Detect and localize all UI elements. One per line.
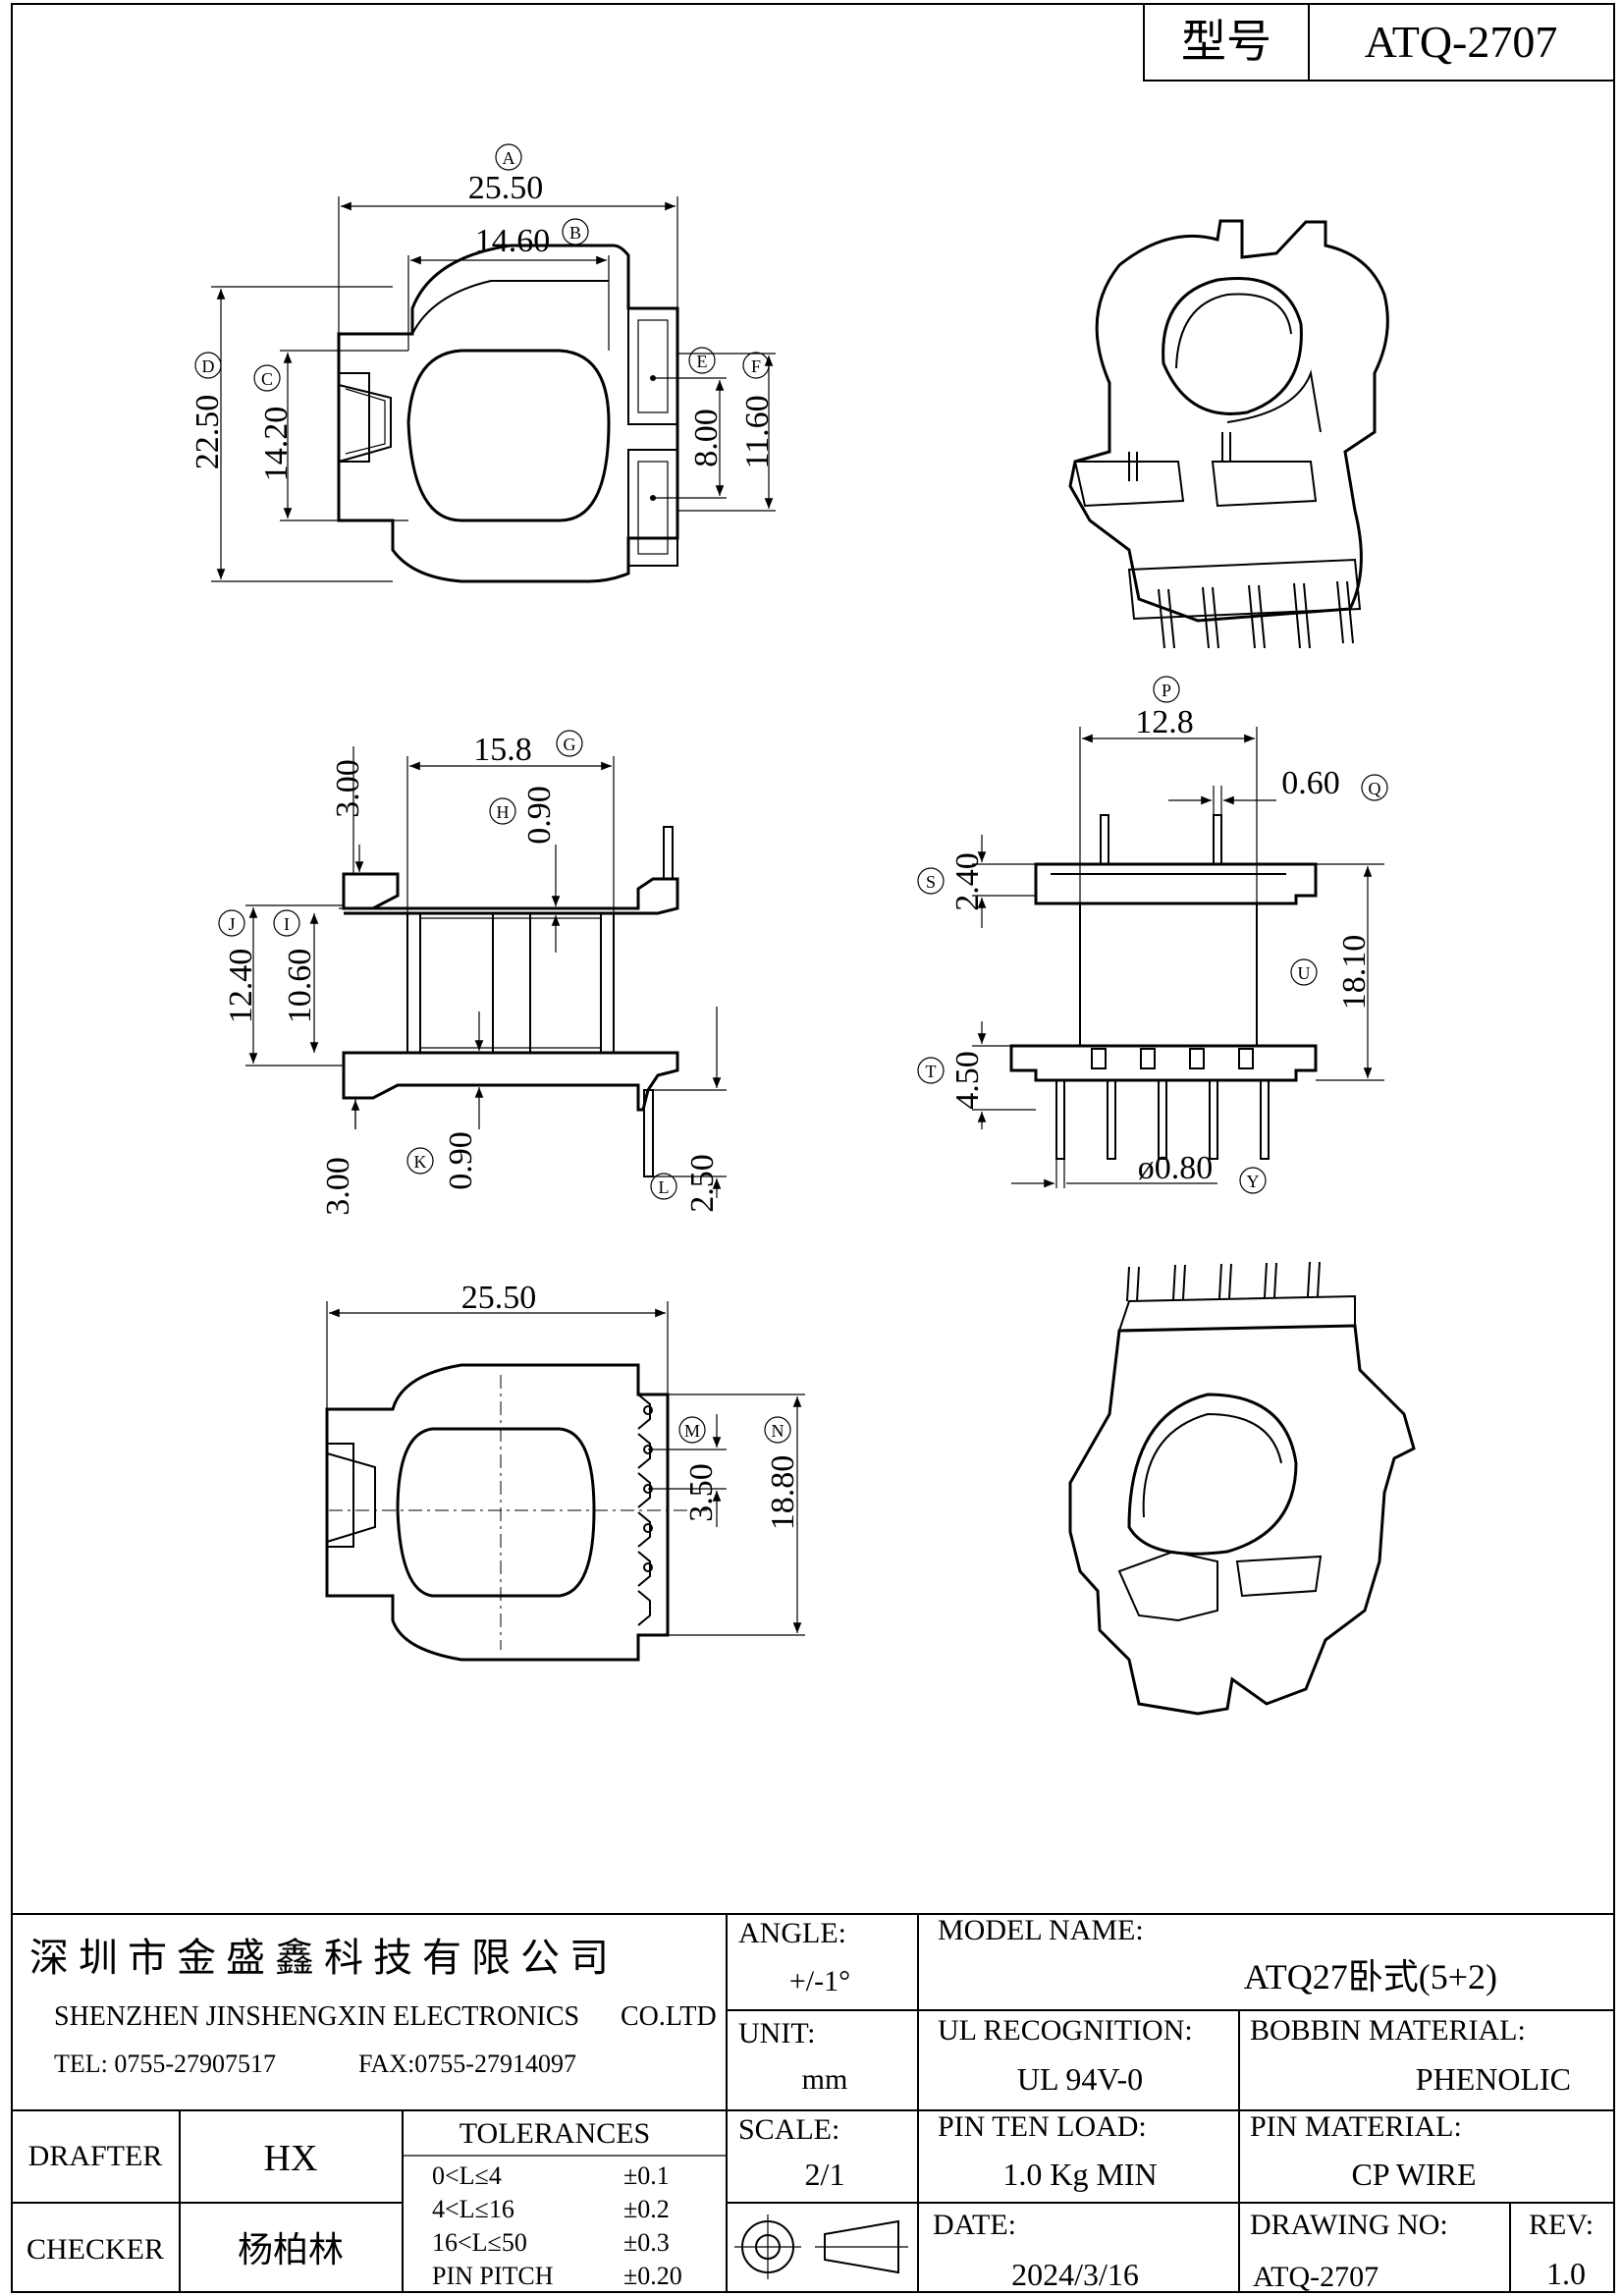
dim-A-value: 25.50 [468, 170, 544, 206]
angle-label: ANGLE: [738, 1917, 846, 1949]
unit-value: mm [802, 2063, 848, 2096]
side-view: 15.8 G 3.00 0.90 H 12.40 J 10.60 I 0.90 … [218, 730, 727, 1216]
dim-I-label: I [284, 914, 290, 934]
ul-label: UL RECOGNITION: [938, 2014, 1193, 2047]
drawing-no-label: DRAWING NO: [1250, 2209, 1448, 2241]
sheet-border [11, 3, 1615, 2293]
company-fax: FAX:0755-27914097 [358, 2050, 576, 2078]
dim-D-label: D [202, 356, 215, 376]
dim-B-label: B [569, 223, 581, 243]
dim-H-value: 0.90 [521, 786, 558, 845]
dim-Y-label: Y [1247, 1172, 1260, 1191]
dim-E-label: E [697, 352, 708, 371]
tolerance-value-4: ±0.20 [623, 2262, 682, 2290]
top-view: 25.50 A 14.60 B 22.50 D 14.20 C 8.00 E 1… [189, 143, 776, 583]
checker-label: CHECKER [27, 2233, 164, 2266]
company-tel: TEL: 0755-27907517 [54, 2050, 276, 2078]
dim-S-value: 2.40 [949, 852, 986, 911]
dim-C-value: 14.20 [258, 407, 295, 482]
tolerance-value-1: ±0.1 [623, 2161, 670, 2190]
dim-H-label: H [497, 802, 510, 822]
dim-U-value: 18.10 [1336, 935, 1373, 1011]
dim-Y-value: ø0.80 [1138, 1150, 1214, 1186]
model-name-label: MODEL NAME: [938, 1914, 1144, 1946]
company-name-cn: 深圳市金盛鑫科技有限公司 [29, 1936, 619, 1980]
pin-load-label: PIN TEN LOAD: [938, 2110, 1147, 2143]
date-label: DATE: [933, 2209, 1016, 2241]
bobbin-material-value: PHENOLIC [1416, 2061, 1571, 2097]
angle-value: +/-1° [789, 1965, 850, 1997]
dim-S-label: S [926, 872, 936, 892]
dim-N-value: 18.80 [765, 1455, 801, 1531]
dim-L-label: L [659, 1177, 670, 1197]
dim-D-value: 22.50 [189, 395, 226, 470]
company-suffix: CO.LTD [621, 2001, 717, 2032]
scale-label: SCALE: [738, 2113, 839, 2146]
tolerance-range-2: 4<L≤16 [432, 2195, 514, 2223]
model-title-label: 型号 [1181, 17, 1271, 67]
dim-top-gap-value: 3.00 [330, 759, 366, 818]
dim-T-value: 4.50 [949, 1051, 986, 1110]
dim-N-label: N [772, 1421, 784, 1441]
dim-G-value: 15.8 [473, 732, 532, 768]
dim-P-label: P [1162, 681, 1171, 700]
company-name-en: SHENZHEN JINSHENGXIN ELECTRONICS [54, 2001, 579, 2032]
isometric-view-2 [1068, 1261, 1416, 1716]
dim-K-value: 0.90 [443, 1131, 479, 1190]
dim-M-label: M [684, 1421, 700, 1441]
rev-label: REV: [1529, 2209, 1594, 2241]
dim-Q-value: 0.60 [1281, 765, 1340, 801]
dim-K-label: K [414, 1152, 427, 1172]
tolerance-range-1: 0<L≤4 [432, 2161, 502, 2190]
isometric-view-1 [1068, 219, 1389, 649]
tolerance-value-2: ±0.2 [623, 2195, 670, 2223]
drafter-label: DRAFTER [28, 2140, 163, 2172]
bobbin-material-label: BOBBIN MATERIAL: [1250, 2014, 1526, 2047]
ul-value: UL 94V-0 [1017, 2061, 1143, 2097]
dim-F-value: 11.60 [739, 395, 776, 468]
dim-L-value: 2.50 [684, 1154, 721, 1213]
dim-E-value: 8.00 [688, 409, 725, 467]
dim-bottom-gap-value: 3.00 [320, 1157, 356, 1216]
projection-symbol [734, 2214, 908, 2279]
dim-I-value: 10.60 [282, 949, 318, 1024]
scale-value: 2/1 [805, 2157, 845, 2192]
bottom-view: 25.50 3.50 M 18.80 N [325, 1280, 805, 1662]
pin-material-value: CP WIRE [1351, 2157, 1476, 2192]
dim-M-value: 3.50 [683, 1463, 720, 1522]
dim-G-label: G [564, 735, 576, 754]
dim-F-label: F [751, 356, 761, 376]
checker-value: 杨柏林 [238, 2230, 344, 2269]
tolerance-range-4: PIN PITCH [432, 2262, 554, 2290]
dim-U-label: U [1298, 963, 1311, 983]
drawing-no-value: ATQ-2707 [1253, 2261, 1379, 2293]
model-title-box: 型号 ATQ-2707 [1143, 3, 1615, 82]
drafter-value: HX [264, 2138, 318, 2179]
pin-load-value: 1.0 Kg MIN [1002, 2157, 1157, 2192]
dim-P-value: 12.8 [1135, 704, 1194, 740]
date-value: 2024/3/16 [1011, 2257, 1139, 2292]
tolerances-label: TOLERANCES [460, 2117, 650, 2150]
front-view: 12.8 P 0.60 Q 2.40 S 18.10 U 4.50 T [917, 676, 1388, 1194]
rev-value: 1.0 [1546, 2256, 1586, 2291]
title-block: 深圳市金盛鑫科技有限公司 SHENZHEN JINSHENGXIN ELECTR… [12, 1913, 1614, 2293]
dim-J-label: J [228, 914, 235, 934]
dim-J-value: 12.40 [223, 949, 259, 1024]
dim-C-label: C [261, 369, 273, 389]
dim-T-label: T [926, 1062, 937, 1081]
model-name-value: ATQ27卧式(5+2) [1244, 1957, 1497, 1996]
pin-material-label: PIN MATERIAL: [1250, 2110, 1462, 2143]
dim-bottom-width-value: 25.50 [461, 1280, 537, 1316]
model-title-value: ATQ-2707 [1365, 17, 1558, 67]
dim-Q-label: Q [1369, 779, 1381, 798]
tolerance-value-3: ±0.3 [623, 2228, 670, 2257]
unit-label: UNIT: [738, 2017, 816, 2050]
tolerance-range-3: 16<L≤50 [432, 2228, 527, 2257]
dim-B-value: 14.60 [475, 223, 551, 259]
dim-A-label: A [503, 148, 515, 168]
